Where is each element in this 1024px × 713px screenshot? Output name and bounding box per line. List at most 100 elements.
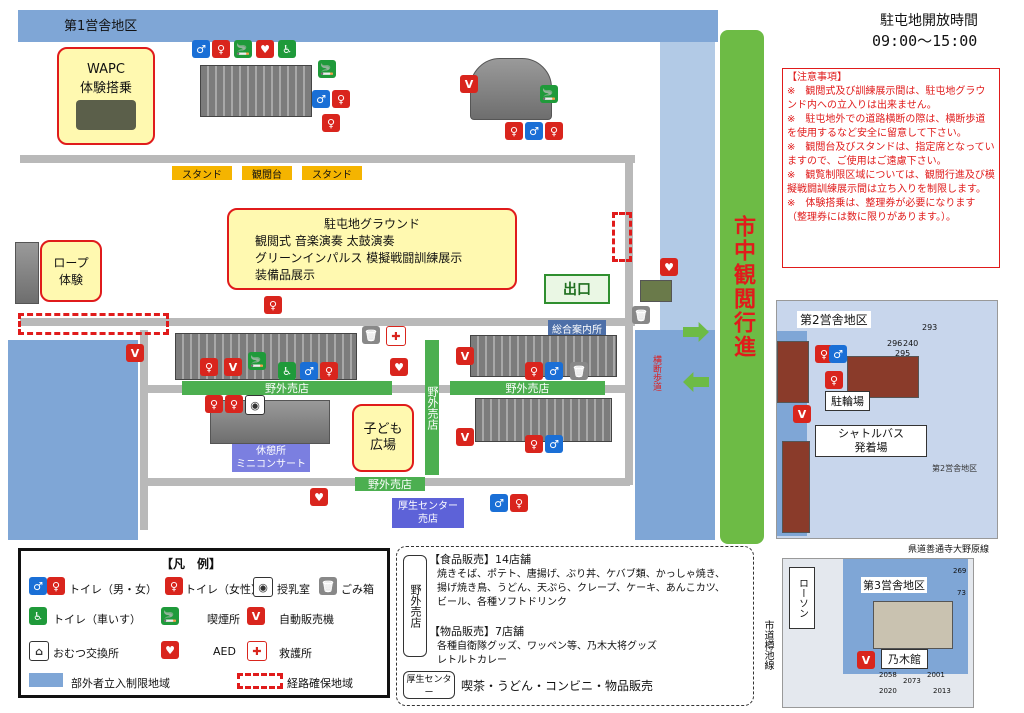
area3-map: ローソン 第3営舎地区 乃木館 V 269 73 2058 2073 2001 …: [782, 558, 974, 708]
toilet-female-icon: ♀: [825, 371, 843, 389]
lot-number: 2001: [927, 671, 945, 679]
area2-map: 第2営舎地区 駐輪場 シャトルバス 発着場 第2営舎地区 295 240 296…: [776, 300, 998, 539]
smoking-icon: 🚬: [248, 352, 266, 370]
toilet-icon: ♀: [545, 122, 563, 140]
toilet-female-icon: ♀: [200, 358, 218, 376]
ground-title: 駐屯地グラウンド: [323, 217, 420, 231]
shuttle-title: シャトルバス: [838, 427, 904, 440]
vending-icon: V: [460, 75, 478, 93]
vehicle-image: [76, 100, 136, 130]
toilet-female-icon: ♀: [205, 395, 223, 413]
aed-icon: ♥: [660, 258, 678, 276]
wapc-subtitle: 体験搭乗: [79, 81, 132, 96]
parking-label: 駐輪場: [825, 391, 870, 411]
food-line: 焼きそば、ポテト、唐揚げ、ぶり丼、ケバブ類、かっしゃ焼き、: [437, 569, 725, 580]
goods-line: 各種自衛隊グッズ、ワッペン等、乃木大将グッズ: [437, 641, 657, 652]
legend-aed: AED: [213, 645, 236, 658]
info-label: 総合案内所: [548, 320, 606, 337]
legend-diaper: おむつ交換所: [53, 647, 119, 660]
stall-info-panel: 野外売店 【食品販売】14店舗 焼きそば、ポテト、唐揚げ、ぶり丼、ケバブ類、かっ…: [396, 546, 754, 706]
vending-icon: V: [456, 428, 474, 446]
toilet-icon: ♂: [29, 577, 47, 595]
trash-icon: 🗑: [319, 577, 337, 595]
trash-icon: 🗑: [570, 362, 588, 380]
rope-title: ロープ: [53, 256, 89, 270]
toilet-icon: ♂: [525, 122, 543, 140]
area2-label: 第2営舎地区: [797, 311, 871, 328]
toilet-female-icon: ♀: [264, 296, 282, 314]
note-item: ※ 体験搭乗は、整理券が必要になります（整理券には数に限りがあります。）。: [787, 198, 976, 223]
kosei-text: 喫茶・うどん・コンビニ・物品販売: [461, 679, 654, 693]
legend-toilet-wc: トイレ（車いす）: [53, 613, 141, 626]
goods-heading: 【物品販売】7店舗: [429, 625, 524, 638]
toilet-icon: ♀: [525, 435, 543, 453]
ground-line: 観閲式 音楽演奏 太鼓演奏: [255, 234, 395, 248]
note-item: ※ 観閲式及び訓練展示間は、駐屯地グラウンド内への立入りは出来ません。: [787, 86, 986, 111]
wheelchair-icon: ♿: [29, 607, 47, 625]
aid-icon: ✚: [386, 326, 406, 346]
wheelchair-icon: ♿: [278, 362, 296, 380]
arrow-right-icon: [683, 322, 709, 342]
kosei-subtitle: 売店: [418, 514, 438, 525]
lot-number: 269: [953, 567, 967, 575]
toilet-icon: ♂: [312, 90, 330, 108]
toilet-icon: ♀: [332, 90, 350, 108]
stand-label: スタンド: [172, 166, 232, 181]
route-secured-area: [18, 313, 169, 335]
kids-box[interactable]: 子ども広場: [352, 404, 414, 472]
arrow-left-icon: [683, 372, 709, 392]
toilet-icon: ♀: [815, 345, 833, 363]
area1-label: 第1営舎地区: [64, 19, 138, 34]
wapc-box[interactable]: WAPC 体験搭乗: [57, 47, 155, 145]
exit-sign[interactable]: 出口: [544, 274, 610, 304]
trash-icon: 🗑: [632, 306, 650, 324]
toilet-female-icon: ♀: [165, 577, 183, 595]
trash-icon: 🗑: [362, 326, 380, 344]
notes-panel: 【注意事項】 ※ 観閲式及び訓練展示間は、駐屯地グラウンド内への立入りは出来ませ…: [782, 68, 1000, 268]
nursing-icon: ◉: [253, 577, 273, 597]
lot-number: 296: [887, 339, 903, 348]
lot-number: 2020: [879, 687, 897, 695]
ground-line: 装備品展示: [255, 268, 316, 282]
road: [140, 330, 148, 530]
parade-label: 市中観閲行進: [730, 215, 755, 359]
restricted-area: [18, 10, 718, 42]
toilet-icon: ♀: [320, 362, 338, 380]
note-item: ※ 観覧制限区域については、観閲行進及び模擬戦闘訓練展示間は立ち入りを制限します…: [787, 170, 995, 195]
note-item: ※ 観閲台及びスタンドは、指定席となっていますので、ご使用はご遠慮下さい。: [787, 142, 995, 167]
toilet-female-icon: ♀: [505, 122, 523, 140]
kosei-label: 厚生センター 売店: [392, 498, 464, 528]
legend-smoking: 喫煙所: [207, 613, 240, 626]
food-heading: 【食品販売】14店舗: [429, 553, 531, 566]
smoking-icon: 🚬: [161, 607, 179, 625]
legend-nursing: 授乳室: [277, 583, 310, 596]
ambulance-image: [640, 280, 672, 302]
parade-route: 市中観閲行進: [720, 30, 764, 544]
building: [200, 65, 312, 117]
legend-route: 経路確保地域: [287, 677, 353, 690]
smoking-icon: 🚬: [540, 85, 558, 103]
lot-number: 2058: [879, 671, 897, 679]
nursing-icon: ◉: [245, 395, 265, 415]
legend-panel: 【凡 例】 ♂ ♀ トイレ（男・女） ♀ トイレ（女性） ◉ 授乳室 🗑 ごみ箱…: [18, 548, 390, 698]
rest-building: [210, 400, 330, 444]
toilet-female-icon: ♀: [322, 114, 340, 132]
kosei-title: 厚生センター: [398, 501, 458, 512]
road: [20, 318, 635, 326]
ground-box[interactable]: 駐屯地グラウンド 観閲式 音楽演奏 太鼓演奏 グリーンインパルス 模擬戦闘訓練展…: [227, 208, 517, 290]
food-line: ビール、各種ソフトドリンク: [437, 597, 567, 608]
rope-box[interactable]: ロープ 体験: [40, 240, 102, 302]
brick-building: [777, 341, 809, 403]
toilet-icon: ♀: [47, 577, 65, 595]
reviewing-stand-label: 観閲台: [242, 166, 292, 181]
vending-icon: V: [456, 347, 474, 365]
legend-title: 【凡 例】: [161, 557, 222, 571]
legend-trash: ごみ箱: [341, 583, 374, 596]
crossing-label: 横断歩道: [651, 355, 661, 391]
vending-icon: V: [857, 651, 875, 669]
toilet-icon: ♂: [545, 362, 563, 380]
route-secured-area: [612, 212, 632, 262]
kids-label: 子ども広場: [363, 422, 403, 453]
lawson-text: ローソン: [796, 578, 808, 618]
nogikan-label: 乃木館: [881, 649, 928, 669]
